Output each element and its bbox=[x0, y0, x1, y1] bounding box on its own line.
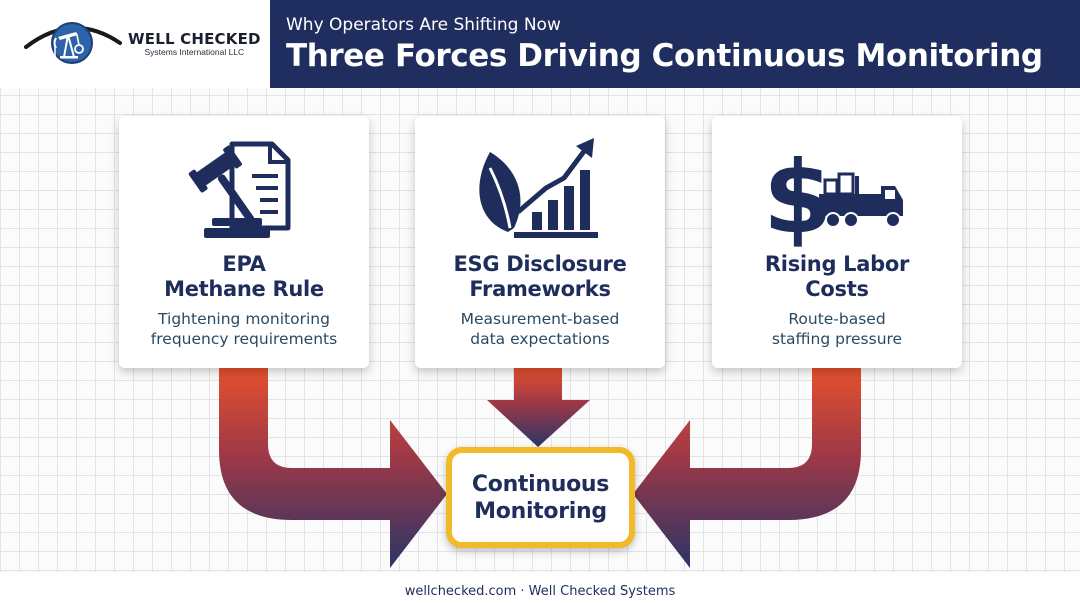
card-title-line-1: ESG Disclosure bbox=[453, 252, 627, 276]
card-description: Tightening monitoring frequency requirem… bbox=[119, 310, 369, 349]
center-label: Continuous Monitoring bbox=[472, 471, 609, 525]
left-flow-arrow bbox=[219, 368, 447, 568]
center-label-line-1: Continuous bbox=[471, 471, 610, 497]
card-title-line-2: Methane Rule bbox=[164, 277, 324, 301]
card-description: Route-based staffing pressure bbox=[712, 310, 962, 349]
logo-text: WELL CHECKED Systems International LLC bbox=[128, 31, 261, 57]
gavel-document-icon bbox=[188, 141, 291, 238]
title-banner: Why Operators Are Shifting Now Three For… bbox=[270, 0, 1080, 88]
card-description: Measurement-based data expectations bbox=[415, 310, 665, 349]
leaf-growth-chart-icon bbox=[479, 138, 598, 238]
center-flow-arrow bbox=[487, 368, 590, 447]
header: WELL CHECKED Systems International LLC W… bbox=[0, 0, 1080, 88]
card-desc-line-1: Tightening monitoring bbox=[158, 310, 330, 328]
card-desc-line-2: frequency requirements bbox=[150, 329, 338, 348]
card-desc-line-2: data expectations bbox=[470, 329, 610, 348]
brand-name: WELL CHECKED bbox=[128, 30, 261, 48]
card-title-line-1: Rising Labor bbox=[764, 252, 910, 276]
dollar-truck-icon: $ bbox=[763, 139, 903, 254]
footer: wellchecked.com · Well Checked Systems bbox=[0, 572, 1080, 603]
card-title-line-1: EPA bbox=[222, 252, 266, 276]
pumpjack-eye-logo-icon bbox=[24, 22, 122, 64]
page-title: Three Forces Driving Continuous Monitori… bbox=[286, 38, 1043, 74]
card-esg-disclosure: ESG Disclosure Frameworks Measurement-ba… bbox=[415, 116, 665, 368]
card-title-line-2: Costs bbox=[805, 277, 869, 301]
card-title-line-2: Frameworks bbox=[469, 277, 611, 301]
continuous-monitoring-box: Continuous Monitoring bbox=[446, 447, 635, 548]
page-kicker: Why Operators Are Shifting Now bbox=[286, 15, 561, 35]
card-epa-methane-rule: EPA Methane Rule Tightening monitoring f… bbox=[119, 116, 369, 368]
card-desc-line-1: Measurement-based bbox=[460, 310, 620, 328]
brand-tagline: Systems International LLC bbox=[144, 47, 245, 57]
card-title: EPA Methane Rule bbox=[119, 252, 369, 302]
card-title: ESG Disclosure Frameworks bbox=[415, 252, 665, 302]
card-rising-labor-costs: $ Rising Labor Costs Route-based staffin… bbox=[712, 116, 962, 368]
card-desc-line-1: Route-based bbox=[788, 310, 886, 328]
card-desc-line-2: staffing pressure bbox=[771, 329, 903, 348]
center-label-line-2: Monitoring bbox=[474, 498, 607, 524]
logo: WELL CHECKED Systems International LLC bbox=[0, 0, 270, 88]
right-flow-arrow bbox=[633, 368, 861, 568]
footer-text: wellchecked.com · Well Checked Systems bbox=[404, 584, 676, 599]
card-title: Rising Labor Costs bbox=[712, 252, 962, 302]
